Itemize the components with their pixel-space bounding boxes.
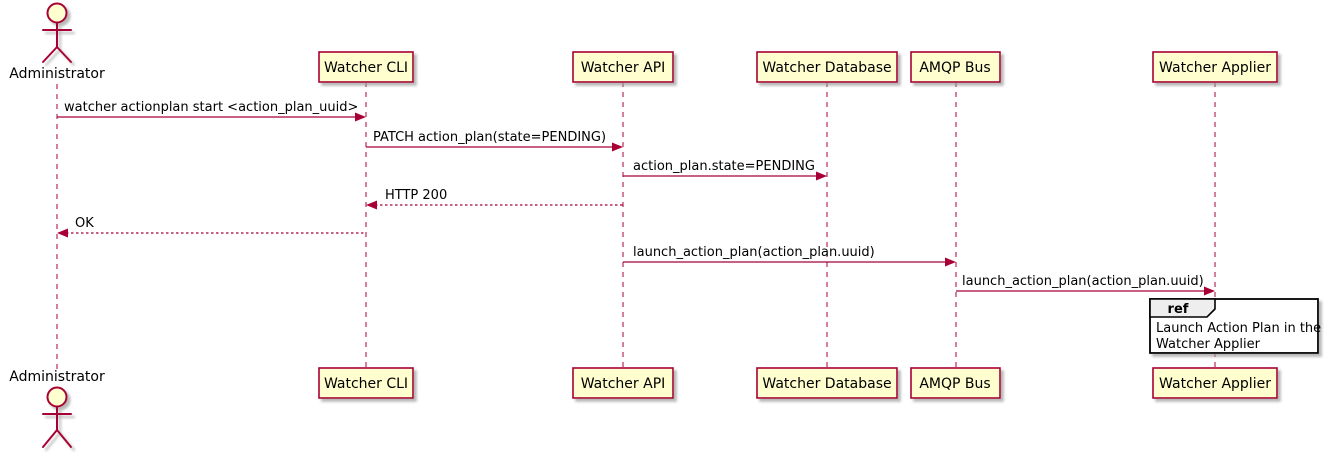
actor-administrator-bottom: Administrator [9,369,105,448]
ref-fragment: ref Launch Action Plan in the Watcher Ap… [1149,298,1321,354]
message-label: watcher actionplan start <action_plan_uu… [64,100,358,115]
participant-label: Watcher Applier [1159,60,1271,76]
participant-watcher-database-bottom: Watcher Database [756,367,898,399]
participant-label: Watcher Applier [1159,376,1271,392]
ref-keyword: ref [1168,302,1189,317]
arrowhead-left-icon [57,228,68,238]
message-launch-action-plan-amqp: launch_action_plan(action_plan.uuid) [623,245,956,267]
arrowhead-right-icon [1204,286,1215,296]
actor-label: Administrator [9,369,105,385]
participant-watcher-cli-top: Watcher CLI [318,51,414,83]
arrowhead-right-icon [945,257,956,267]
actor-administrator-top: Administrator [9,2,105,82]
message-label: launch_action_plan(action_plan.uuid) [962,274,1204,289]
participant-watcher-applier-top: Watcher Applier [1152,51,1278,83]
participant-label: Watcher API [581,60,666,76]
participant-amqp-bus-top: AMQP Bus [910,51,1001,83]
arrowhead-right-icon [355,112,366,122]
message-label: HTTP 200 [385,188,447,203]
participant-label: Watcher Database [762,60,891,76]
message-label: OK [75,216,94,231]
arrowhead-left-icon [366,200,377,210]
ref-keyword-tab [1149,298,1216,318]
participant-label: Watcher CLI [324,60,408,76]
message-label: action_plan.state=PENDING [633,159,815,174]
message-ok: OK [57,216,366,238]
ref-text-line-2: Watcher Applier [1156,337,1261,352]
participant-amqp-bus-bottom: AMQP Bus [910,367,1001,399]
participant-watcher-database-top: Watcher Database [756,51,898,83]
message-label: PATCH action_plan(state=PENDING) [373,130,606,145]
participant-watcher-cli-bottom: Watcher CLI [318,367,414,399]
actor-figure-icon [42,2,72,63]
participant-label: Watcher Database [762,376,891,392]
actor-label: Administrator [9,66,105,82]
message-http-200: HTTP 200 [366,188,623,210]
message-label: launch_action_plan(action_plan.uuid) [633,245,875,260]
message-launch-action-plan-applier: launch_action_plan(action_plan.uuid) [956,274,1215,296]
participant-watcher-api-bottom: Watcher API [572,367,674,399]
ref-text-line-1: Launch Action Plan in the [1156,321,1321,336]
participant-label: Watcher API [581,376,666,392]
participant-watcher-api-top: Watcher API [572,51,674,83]
message-state-pending: action_plan.state=PENDING [623,159,827,181]
participant-label: AMQP Bus [919,60,990,76]
arrowhead-right-icon [816,171,827,181]
actor-figure-icon [42,386,72,448]
message-patch-action-plan: PATCH action_plan(state=PENDING) [366,130,623,152]
arrowhead-right-icon [612,142,623,152]
participant-label: Watcher CLI [324,376,408,392]
message-start-actionplan: watcher actionplan start <action_plan_uu… [57,100,366,122]
participant-label: AMQP Bus [919,376,990,392]
participant-watcher-applier-bottom: Watcher Applier [1152,367,1278,399]
